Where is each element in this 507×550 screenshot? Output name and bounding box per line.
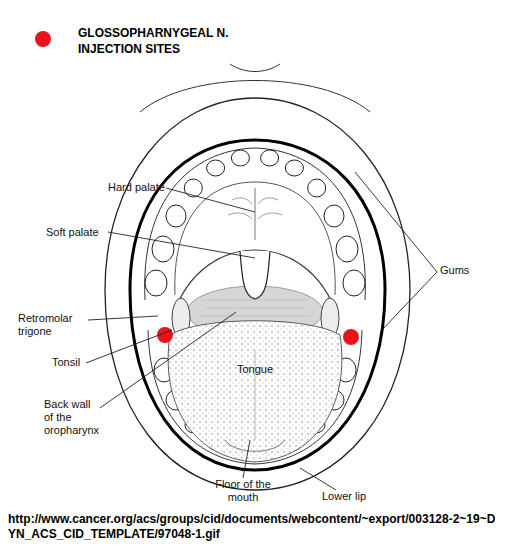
leader-line [355,172,437,272]
part-label: Soft palate [46,226,116,239]
leader-line [100,312,236,408]
tooth [166,205,186,227]
leader-line [243,440,250,478]
part-label: Retromolar trigone [18,312,88,338]
molar [152,236,174,262]
tooth [261,150,279,166]
leader-line [88,316,158,320]
tooth [308,179,326,197]
molar [145,270,167,296]
floor-of-mouth [225,440,285,451]
leader-line [108,232,255,258]
oropharynx-shading [200,300,310,316]
source-caption: http://www.cancer.org/acs/groups/cid/doc… [8,512,502,542]
part-label: Tongue [225,363,285,376]
molar [343,270,365,296]
leader-line [300,468,336,490]
tooth [285,160,303,176]
part-label: Tonsil [52,356,102,369]
part-label: Back wall of the oropharynx [44,398,102,437]
palatal-raphe [255,188,256,240]
tooth [324,205,344,227]
tooth [207,160,225,176]
leader-line [86,330,172,363]
lip-outline [105,98,410,490]
injection-site-dot [343,329,359,345]
mouth-opening [130,140,385,470]
tooth [184,179,202,197]
part-label: Gums [440,264,485,277]
palatal-ridges [228,198,282,219]
uvula [240,251,270,299]
soft-palate [172,250,338,318]
leader-line [380,272,437,332]
molar [336,236,358,262]
legend-swatch [35,31,51,47]
leader-line [166,188,255,212]
part-label: Floor of the mouth [205,478,281,504]
philtrum-line [230,64,280,72]
upper-gum [145,148,366,300]
legend-text: GLOSSOPHARNYGEAL N. INJECTION SITES [78,25,253,57]
tooth [231,150,249,166]
part-label: Hard palate [108,181,178,194]
part-label: Lower lip [322,490,392,503]
